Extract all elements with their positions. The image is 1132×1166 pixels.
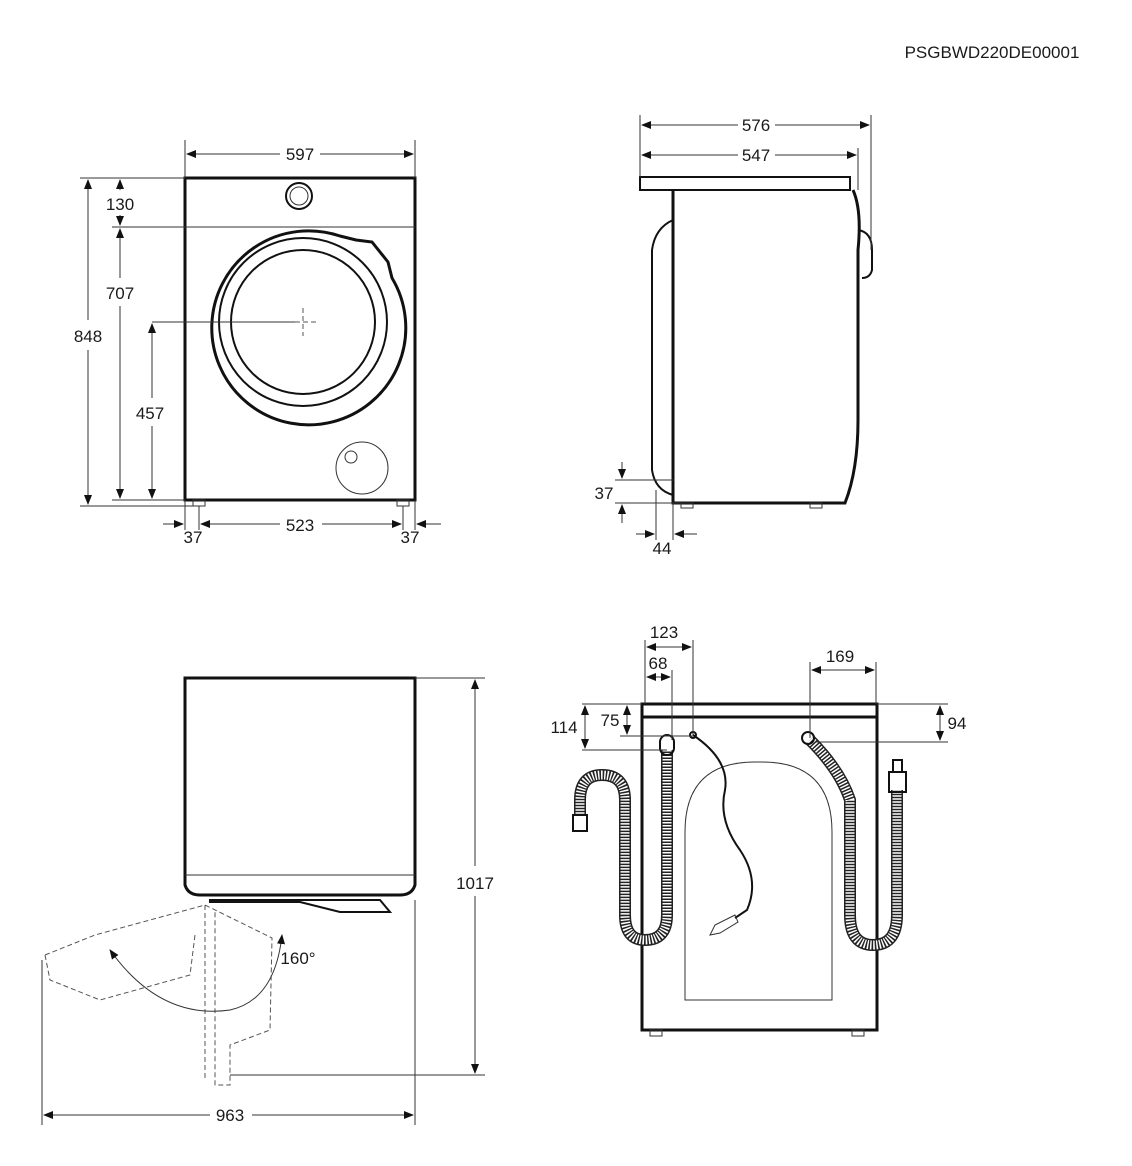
- dim-drain-y: 114: [550, 718, 577, 737]
- dim-side-foot-height: 37: [595, 484, 614, 503]
- drain-hose: [572, 734, 675, 947]
- back-view: 123 68 169 114 75 94: [550, 623, 967, 1037]
- dim-body-depth: 547: [742, 146, 770, 165]
- dim-depth-door-open: 963: [216, 1106, 244, 1125]
- dim-power-cable-y: 75: [601, 711, 620, 730]
- door-open-outline: [44, 904, 273, 1086]
- dim-door-center: 457: [136, 404, 164, 423]
- dim-total-height-open: 1017: [456, 874, 494, 893]
- door-bulge: [651, 219, 674, 496]
- front-view: 597 848 130 707 457 523 37 37: [74, 140, 441, 547]
- dim-inlet-y: 94: [948, 714, 967, 733]
- door-swing-arc: [109, 934, 286, 1012]
- dim-door-angle: 160°: [280, 949, 315, 968]
- dim-top-panel: 130: [106, 195, 134, 214]
- inlet-hose: [801, 731, 907, 952]
- door-outer-ring: [210, 229, 408, 427]
- top-body: [183, 676, 417, 897]
- top-view: 160° 1017 963: [41, 676, 494, 1125]
- side-view: 576 547 37 44: [595, 115, 873, 558]
- side-body: [671, 189, 861, 505]
- dim-foot-left: 37: [184, 528, 203, 547]
- dim-side-foot-offset: 44: [653, 539, 672, 558]
- dim-power-cable-x: 123: [650, 623, 678, 642]
- dim-total-height: 848: [74, 327, 102, 346]
- dim-body-height: 707: [106, 284, 134, 303]
- worktop: [639, 176, 851, 191]
- document-code: PSGBWD220DE00001: [905, 43, 1080, 62]
- dim-total-depth: 576: [742, 116, 770, 135]
- power-plug-icon: [709, 914, 739, 936]
- front-body: [183, 176, 417, 502]
- back-body: [640, 702, 879, 1032]
- dim-foot-right: 37: [401, 528, 420, 547]
- dim-drain-x: 68: [649, 654, 668, 673]
- back-recess: [684, 761, 833, 1001]
- program-knob: [285, 182, 313, 210]
- filter-cap: [335, 441, 389, 495]
- dim-inlet-x: 169: [826, 647, 854, 666]
- dim-feet-spacing: 523: [286, 516, 314, 535]
- dim-width: 597: [286, 145, 314, 164]
